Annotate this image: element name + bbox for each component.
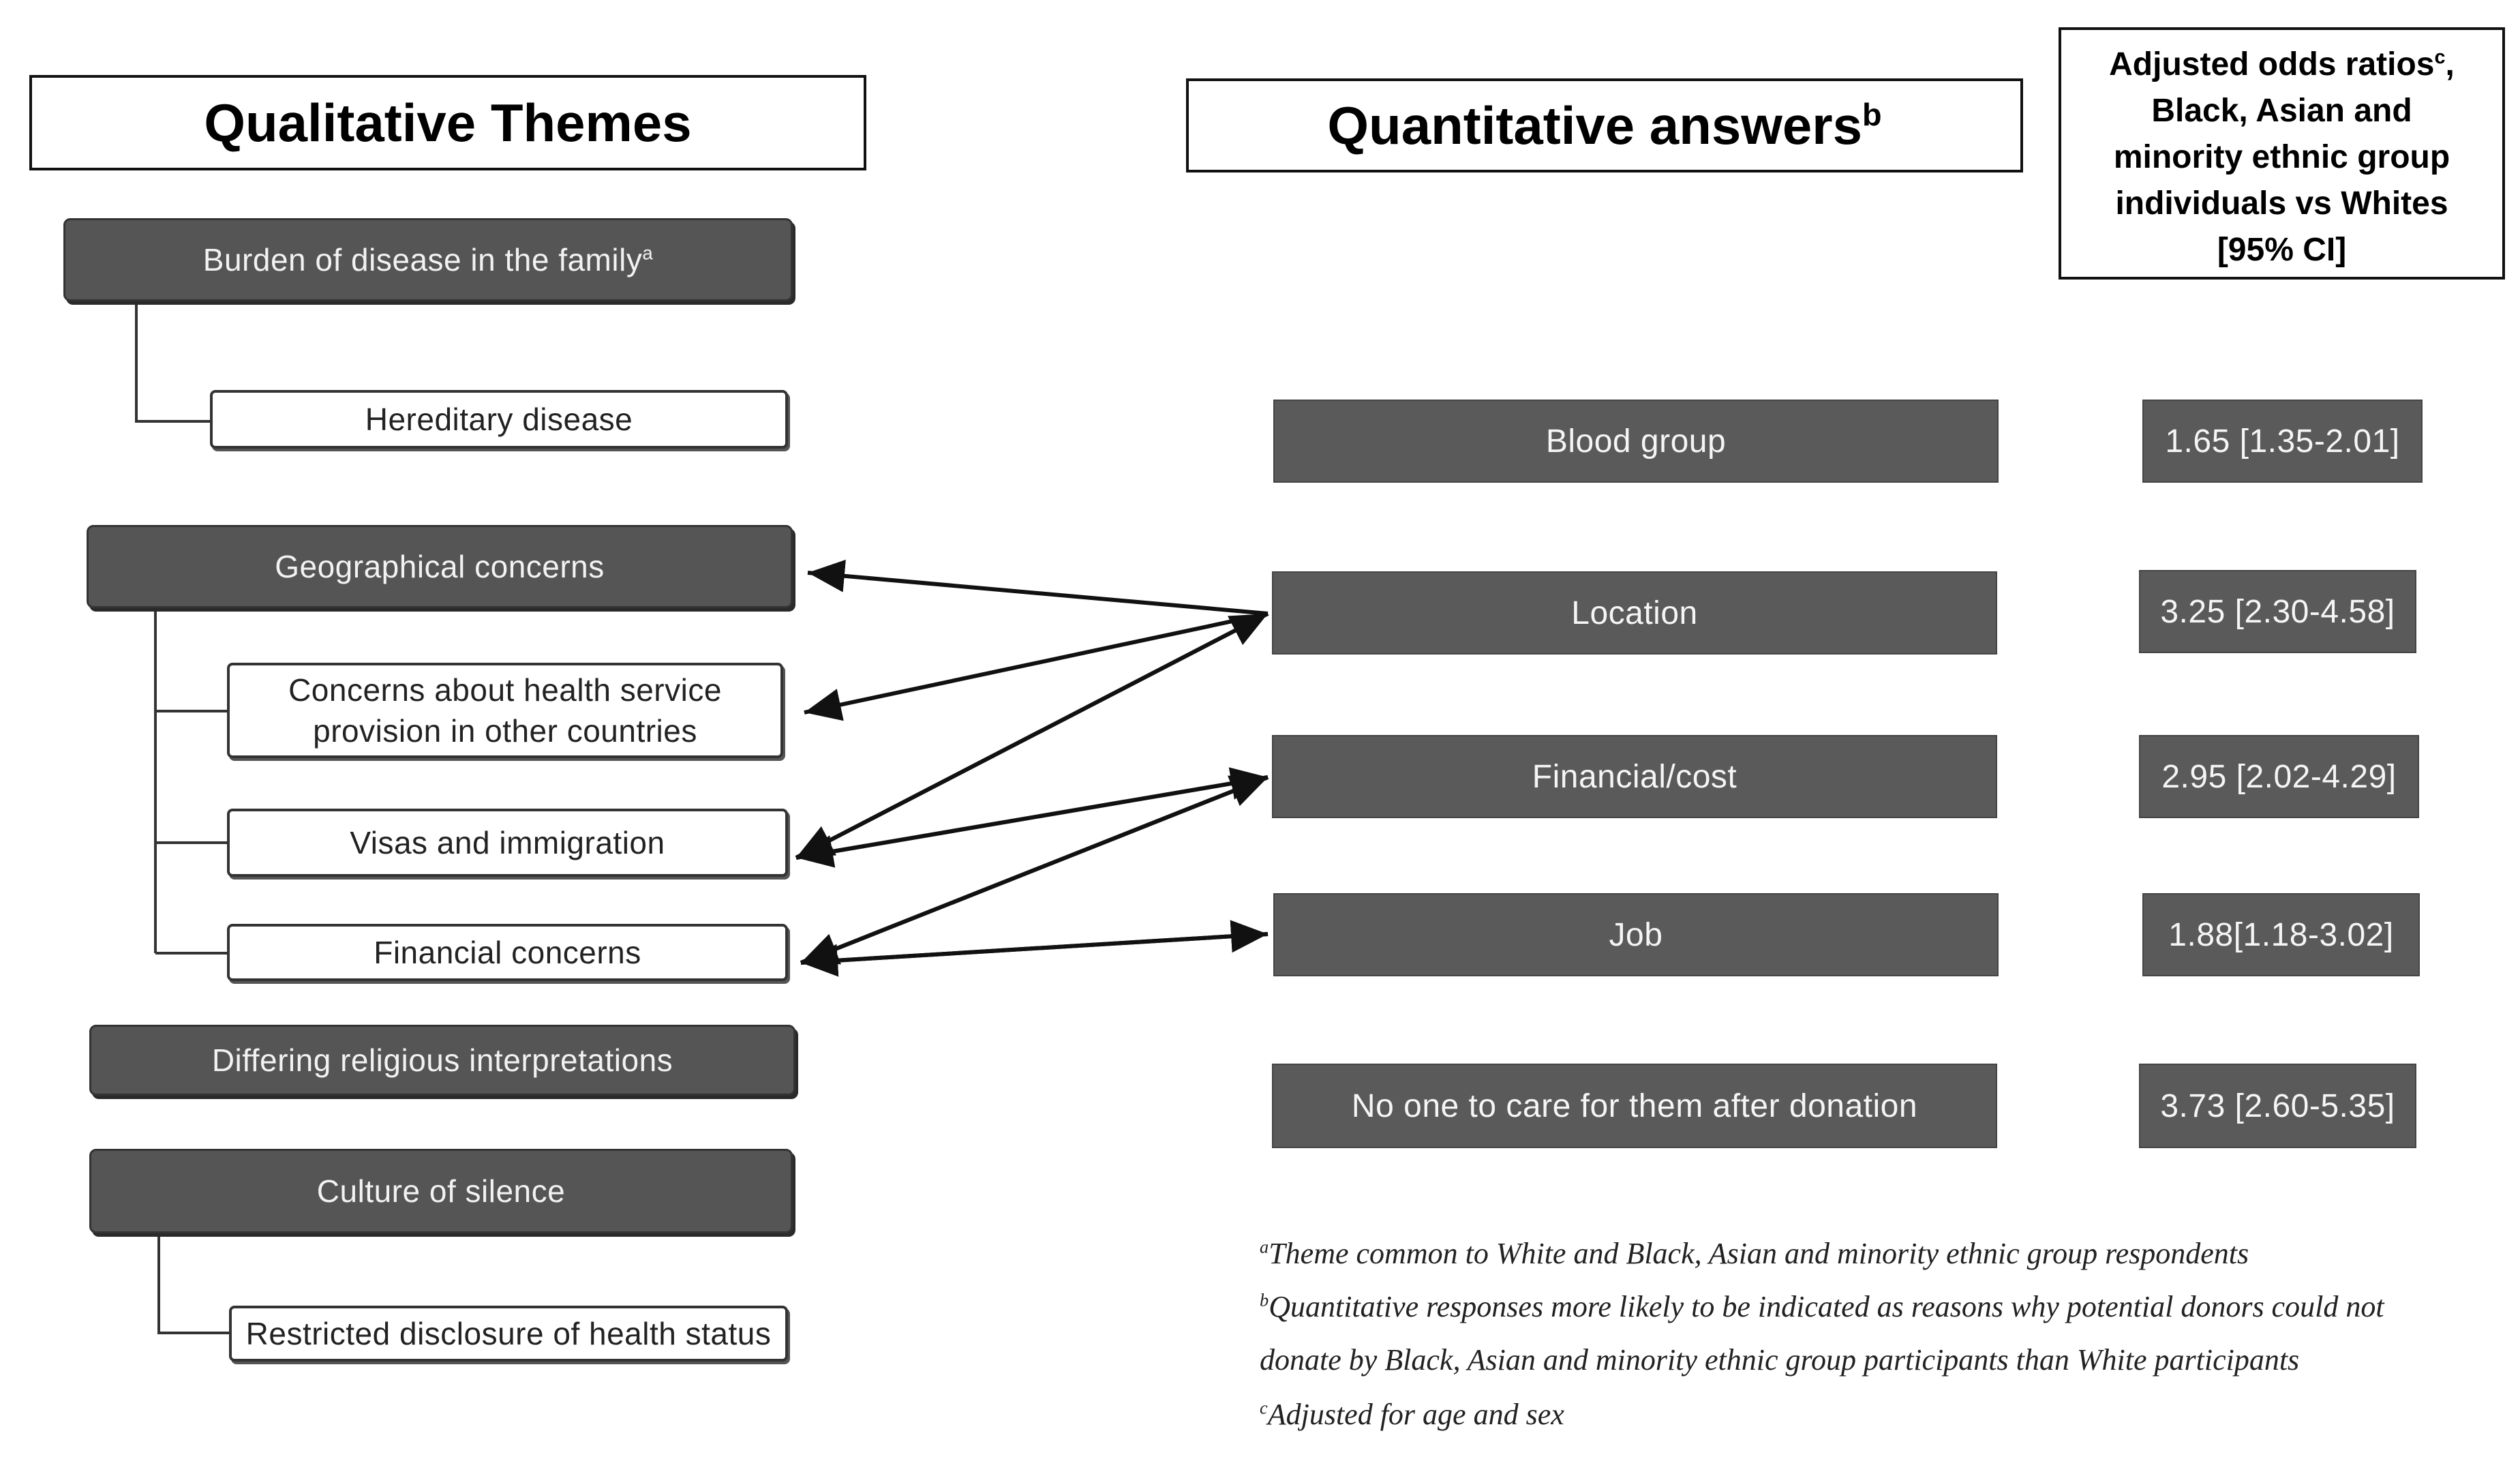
- odds-ratio-header: Adjusted odds ratiosc, Black, Asian and …: [2059, 27, 2505, 280]
- footnote-c: cAdjusted for age and sex: [1260, 1397, 1564, 1431]
- quantitative-answers-header: Quantitative answersb: [1186, 78, 2023, 172]
- qualitative-themes-title: Qualitative Themes: [204, 92, 692, 153]
- odds-financial-cost: 2.95 [2.02-4.29]: [2140, 736, 2418, 817]
- odds-no-one-to-care: 3.73 [2.60-5.35]: [2140, 1065, 2415, 1147]
- arrow-visas-location: [795, 612, 1269, 860]
- arrow-visas-financial: [795, 767, 1269, 860]
- theme-burden-of-disease: Burden of disease in the familya: [63, 218, 793, 301]
- answer-no-one-to-care: No one to care for them after donation: [1273, 1065, 1996, 1147]
- odds-blood-group: 1.65 [1.35-2.01]: [2144, 401, 2421, 481]
- theme-hereditary-disease: Hereditary disease: [210, 390, 788, 449]
- arrow-financialconcerns-job: [800, 920, 1269, 965]
- answer-job: Job: [1275, 895, 1997, 975]
- theme-health-service-provision: Concerns about health service provision …: [227, 663, 783, 758]
- footnote-a: aTheme common to White and Black, Asian …: [1260, 1236, 2249, 1270]
- arrow-financialconcerns-financial: [800, 775, 1269, 965]
- theme-financial-concerns: Financial concerns: [227, 924, 788, 981]
- footnote-b-line2: donate by Black, Asian and minority ethn…: [1260, 1343, 2300, 1377]
- tree-connectors: [135, 300, 229, 1334]
- arrow-location-healthservice: [804, 612, 1269, 721]
- quantitative-answers-title: Quantitative answersb: [1327, 95, 1882, 155]
- theme-religious-interpretations: Differing religious interpretations: [89, 1025, 795, 1096]
- odds-header-line5: [95% CI]: [2217, 231, 2347, 268]
- theme-visas-immigration: Visas and immigration: [227, 809, 788, 877]
- odds-job: 1.88[1.18-3.02]: [2144, 895, 2418, 975]
- theme-culture-of-silence: Culture of silence: [89, 1149, 793, 1233]
- odds-header-line4: individuals vs Whites: [2115, 185, 2448, 222]
- qualitative-themes-header: Qualitative Themes: [29, 75, 866, 170]
- odds-header-line3: minority ethnic group: [2113, 138, 2450, 175]
- footnote-b-line1: bQuantitative responses more likely to b…: [1260, 1289, 2384, 1323]
- answer-blood-group: Blood group: [1275, 401, 1997, 481]
- answer-location: Location: [1273, 573, 1996, 653]
- theme-answer-arrows: [795, 559, 1269, 977]
- theme-restricted-disclosure: Restricted disclosure of health status: [229, 1306, 788, 1362]
- answer-financial-cost: Financial/cost: [1273, 736, 1996, 817]
- theme-geographical-concerns: Geographical concerns: [87, 525, 793, 608]
- odds-header-line2: Black, Asian and: [2151, 92, 2412, 129]
- arrow-location-geographical: [807, 559, 1269, 616]
- odds-location: 3.25 [2.30-4.58]: [2140, 571, 2415, 652]
- odds-header-line1: Adjusted odds ratiosc,: [2109, 46, 2455, 82]
